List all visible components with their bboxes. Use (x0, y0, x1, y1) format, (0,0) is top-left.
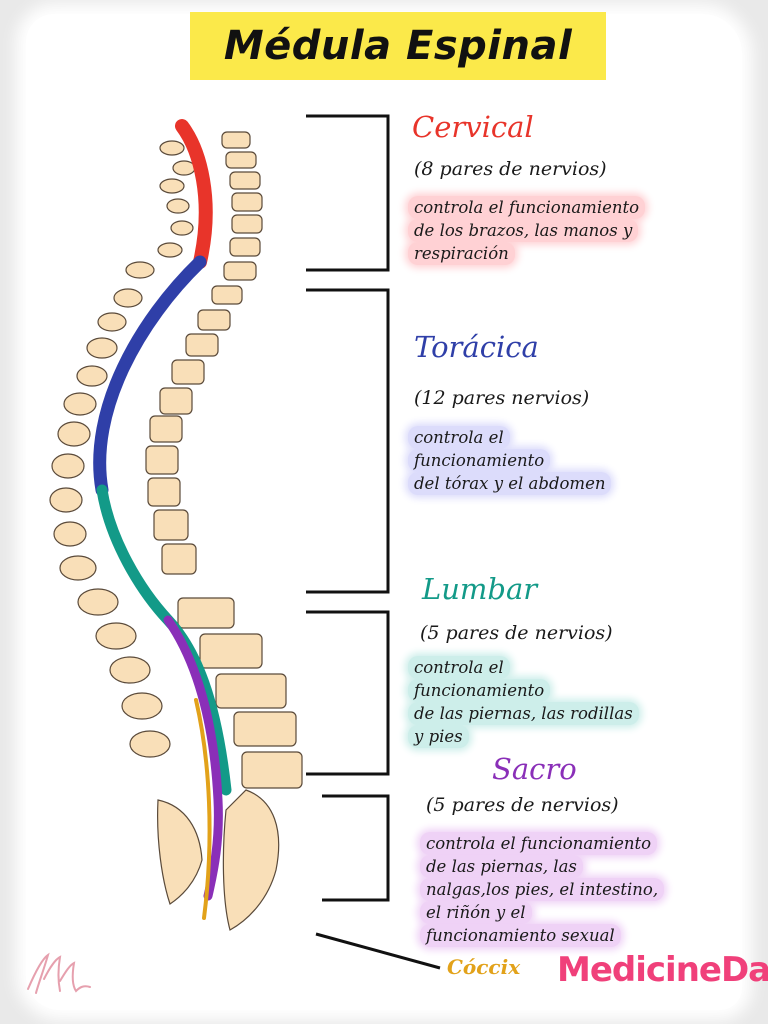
bracket-thoracic (306, 288, 390, 594)
coccyx-pointer (315, 932, 441, 970)
vertebra-body (197, 309, 231, 331)
vertebra-process (159, 178, 185, 194)
vertebra-process (121, 692, 163, 720)
region-title-thoracic: Torácica (414, 330, 539, 364)
vertebra-body (153, 509, 189, 541)
vertebra-process (49, 487, 83, 513)
vertebra-process (57, 421, 91, 447)
vertebra-process (63, 392, 97, 416)
description-line: controla el (408, 426, 510, 449)
spinal-cord-sacral (163, 615, 223, 901)
description-line: y pies (408, 725, 469, 748)
vertebra-body (233, 711, 297, 747)
vertebra-process (109, 656, 151, 684)
region-description-sacral: controla el funcionamiento de las pierna… (420, 832, 665, 947)
spinal-cord-thoracic (93, 255, 207, 497)
vertebra-process (77, 588, 119, 616)
description-line: del tórax y el abdomen (408, 472, 612, 495)
vertebra-process (159, 140, 185, 156)
description-line: de las piernas, las rodillas (408, 702, 639, 725)
vertebra-process (86, 337, 118, 359)
region-description-cervical: controla el funcionamiento de los brazos… (408, 196, 646, 265)
spinal-cord-coccyx (194, 698, 212, 920)
description-line: controla el funcionamiento (420, 832, 658, 855)
description-line: controla el (408, 656, 510, 679)
description-line: de los brazos, las manos y (408, 219, 639, 242)
spinal-cord (93, 119, 232, 920)
bracket-cervical (306, 114, 390, 272)
region-brackets (306, 114, 441, 970)
vertebra-body (225, 151, 257, 169)
bracket-sacral (322, 794, 390, 902)
vertebra-body (159, 387, 193, 415)
region-title-sacral: Sacro (492, 752, 577, 786)
vertebra-process (76, 365, 108, 387)
region-description-lumbar: controla el funcionamiento de las pierna… (408, 656, 639, 748)
description-line: el riñón y el (420, 901, 532, 924)
vertebra-body (177, 597, 235, 629)
coccyx-label: Cóccix (447, 955, 521, 979)
region-count-thoracic: (12 pares nervios) (414, 387, 590, 409)
region-count-lumbar: (5 pares de nervios) (420, 622, 613, 644)
region-title-cervical: Cervical (412, 110, 534, 144)
vertebra-body (223, 261, 257, 281)
region-title-lumbar: Lumbar (422, 572, 538, 606)
brand-logo: MedicineDat (557, 950, 768, 990)
vertebra-body (231, 192, 263, 212)
description-line: de las piernas, las (420, 855, 583, 878)
vertebra-process (51, 453, 85, 479)
title-banner: Médula Espinal (190, 12, 606, 80)
vertebra-process (53, 521, 87, 547)
vertebra-body (149, 415, 183, 443)
description-line: controla el funcionamiento (408, 196, 646, 219)
vertebra-body (229, 237, 261, 257)
vertebra-body (231, 214, 263, 234)
sacrum-wing (157, 799, 203, 905)
signature-icon (27, 952, 91, 994)
vertebra-body (221, 131, 251, 149)
vertebra-process (170, 220, 194, 236)
description-line: funcionamiento (408, 679, 551, 702)
vertebra-body (211, 285, 243, 305)
region-count-cervical: (8 pares de nervios) (414, 158, 607, 180)
page-title: Médula Espinal (223, 23, 573, 69)
vertebra-process (172, 160, 196, 176)
region-count-sacral: (5 pares de nervios) (426, 794, 619, 816)
vertebra-body (171, 359, 205, 385)
description-line: funcionamiento sexual (420, 924, 621, 947)
vertebra-body (199, 633, 263, 669)
bracket-lumbar (306, 610, 390, 776)
vertebra-body (185, 333, 219, 357)
vertebra-process (129, 730, 171, 758)
vertebra-body (215, 673, 287, 709)
vertebra-process (59, 555, 97, 581)
vertebrae (49, 131, 303, 931)
description-line: respiración (408, 242, 515, 265)
vertebra-process (125, 261, 155, 279)
vertebra-process (97, 312, 127, 332)
vertebra-body (161, 543, 197, 575)
region-description-thoracic: controla el funcionamiento del tórax y e… (408, 426, 612, 495)
vertebra-process (166, 198, 190, 214)
description-line: funcionamiento (408, 449, 551, 472)
spinal-cord-cervical (175, 119, 213, 269)
sacrum (222, 789, 280, 931)
vertebra-body (147, 477, 181, 507)
vertebra-body (145, 445, 179, 475)
vertebra-process (113, 288, 143, 308)
vertebra-body (241, 751, 303, 789)
vertebra-process (157, 242, 183, 258)
vertebra-body (229, 171, 261, 190)
description-line: nalgas,los pies, el intestino, (420, 878, 665, 901)
vertebra-process (95, 622, 137, 650)
